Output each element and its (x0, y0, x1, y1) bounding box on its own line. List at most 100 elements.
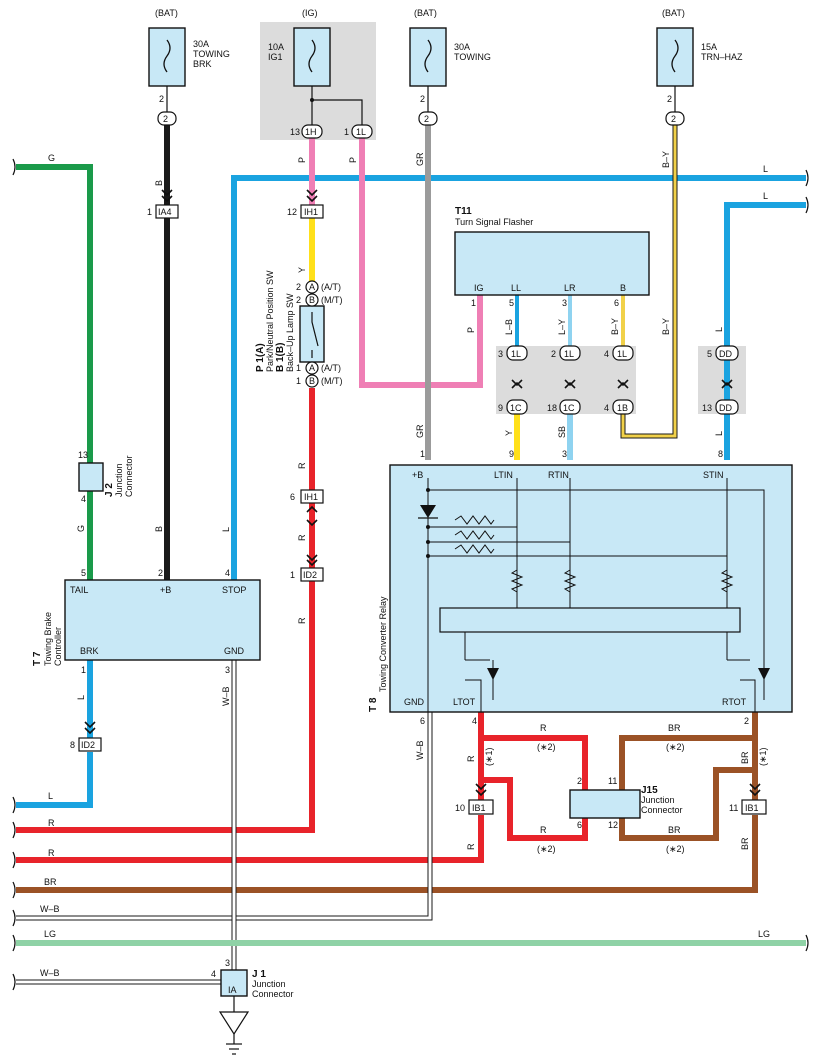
tag-a-1: A (309, 282, 315, 292)
pin-1-d: 1 (296, 376, 301, 386)
wl-l-low: L (221, 527, 231, 532)
wl-sb: SB (557, 426, 567, 438)
ground-symbol (218, 996, 250, 1055)
pin-3-e: 3 (225, 958, 230, 968)
tag-2-a: 2 (163, 114, 168, 124)
t11-pin-lr: LR (564, 283, 576, 293)
tag-1h: 1H (305, 127, 317, 137)
pin-11-a: 11 (729, 803, 738, 813)
wl-wb-left: W–B (40, 904, 60, 914)
wl-r-1: R (297, 462, 307, 469)
wl-l-second: L (763, 191, 768, 201)
wire-r-backup (16, 388, 315, 833)
tag-b-2: B (309, 376, 315, 386)
tag-1c-b: 1C (563, 403, 575, 413)
wire-r-j15-a (481, 735, 588, 790)
t11-pin-ll: LL (511, 283, 521, 293)
t11-name: Turn Signal Flasher (455, 217, 533, 227)
pin-4-d: 4 (225, 568, 230, 578)
wl-r-j15-bot: R (540, 825, 547, 835)
b1-code: B 1(B) (275, 343, 286, 372)
wl-r-left-1: R (48, 818, 55, 828)
pin-1-a: 1 (344, 127, 349, 137)
pin-8-b: 8 (70, 740, 75, 750)
wl-g-low: G (76, 525, 86, 532)
t7-name1: Towing Brake (43, 612, 53, 666)
wl-wb-gnd: W–B (221, 686, 231, 706)
fuse-ig1 (293, 27, 363, 128)
tag-1l-c: 1L (617, 349, 627, 359)
tag-dd-b: DD (719, 403, 732, 413)
pin-18: 18 (547, 403, 557, 413)
pin-12: 12 (287, 207, 297, 217)
wl-r-3: R (297, 617, 307, 624)
wl-l-brk: L (76, 695, 86, 700)
t8-name: Towing Converter Relay (378, 596, 388, 692)
wl-p-flasher: P (466, 327, 476, 333)
pin-2-c: 2 (667, 94, 672, 104)
fuse-2-name1: IG1 (268, 52, 283, 62)
t8-code: T 8 (368, 697, 379, 712)
junction-connector-j15 (569, 789, 641, 819)
wl-b-top: B (154, 180, 164, 186)
t8-pin-gnd: GND (404, 697, 425, 707)
pin-2-f: 2 (551, 349, 556, 359)
wl-r-2: R (297, 534, 307, 541)
t11-pin-ig: IG (474, 283, 484, 293)
tag-1c-a: 1C (510, 403, 522, 413)
pin-5-c: 5 (81, 568, 86, 578)
tag-b-1: B (309, 295, 315, 305)
tag-id2-b: ID2 (81, 740, 95, 750)
wl-br-left: BR (44, 877, 57, 887)
wire-l-brk-out (16, 752, 93, 808)
wl-br-rtot: BR (740, 751, 750, 764)
wire-w-b-relay (16, 712, 432, 920)
wire-p-flasher-ig (359, 138, 483, 388)
b1-name: Back–Up Lamp SW (285, 293, 295, 372)
pin-2-e: 2 (296, 295, 301, 305)
pin-5-b: 5 (707, 349, 712, 359)
pin-4-a: 4 (604, 349, 609, 359)
pin-13-c: 13 (78, 450, 88, 460)
fuse-2-amp: 10A (268, 42, 284, 52)
t8-pin-plus-b: +B (412, 470, 423, 480)
j2-name2: Connector (124, 455, 134, 497)
tag-1l-b: 1L (564, 349, 574, 359)
pin-4-f: 4 (211, 969, 216, 979)
connector-tags (78, 111, 767, 815)
pin-12-b: 12 (608, 820, 618, 830)
wl-y-switch: Y (297, 267, 307, 273)
pin-9-a: 9 (498, 403, 503, 413)
label-mt-1: (M/T) (321, 295, 343, 305)
wl-l-left: L (48, 791, 53, 801)
t7-pin-brk: BRK (80, 646, 99, 656)
fuse-1-amp: 30A (193, 39, 209, 49)
wire-br-rtot-out (16, 815, 758, 893)
wl-p-2: P (348, 157, 358, 163)
pin-6-c: 6 (420, 716, 425, 726)
wl-by-b: B–Y (610, 318, 620, 335)
park-neutral-switch (299, 305, 325, 363)
wl-lg-left: LG (44, 929, 56, 939)
t8-pin-ltin: LTIN (494, 470, 513, 480)
wl-r-left-2: R (48, 848, 55, 858)
tag-1l-a: 1L (511, 349, 521, 359)
source-bat-3: (BAT) (662, 8, 685, 18)
towing-converter-relay-box (389, 464, 793, 713)
wire-l-top (231, 175, 806, 580)
pin-3-d: 3 (225, 665, 230, 675)
pin-4-b: 4 (604, 403, 609, 413)
wl-y-ltin: Y (504, 430, 514, 436)
fuse-trn-haz (656, 27, 694, 112)
t11-pin-b: B (620, 283, 626, 293)
tag-2-c: 2 (671, 114, 676, 124)
wl-lb: L–B (504, 319, 514, 335)
tag-dd-a: DD (719, 349, 732, 359)
j15-name2: Connector (641, 805, 683, 815)
fuse-towing-brk (148, 27, 186, 112)
wire-br-j15-b (619, 767, 755, 841)
label-at-1: (A/T) (321, 282, 341, 292)
t7-pin-gnd: GND (224, 646, 245, 656)
